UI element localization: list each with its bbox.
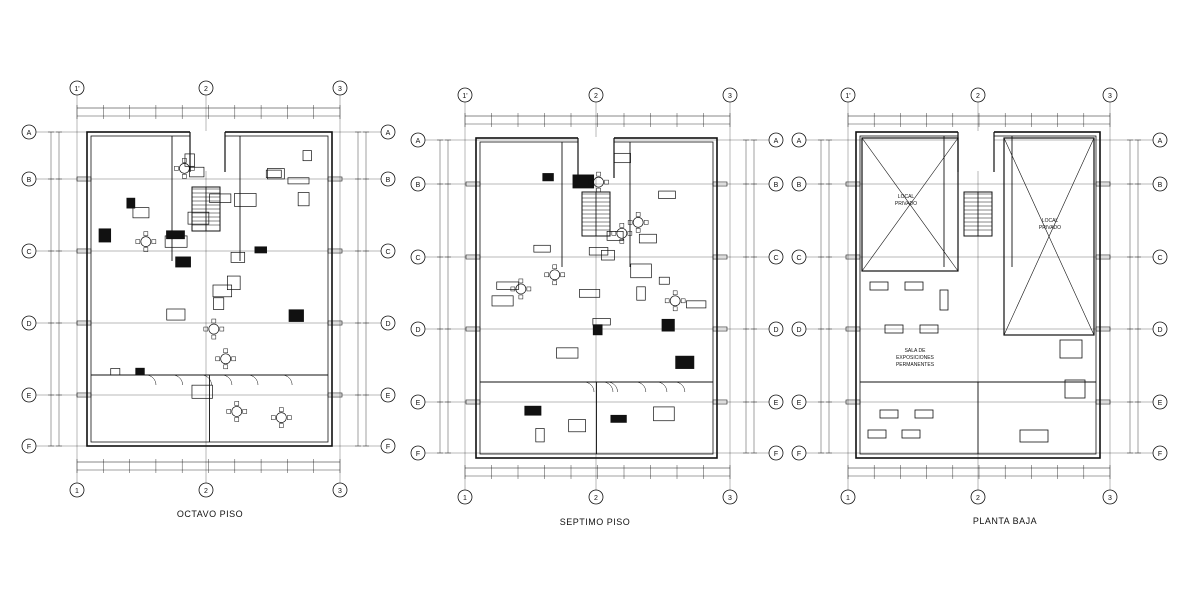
grid-row-label: F xyxy=(774,451,778,458)
grid-column-label: 3 xyxy=(728,93,732,100)
grid-row-label: F xyxy=(797,451,801,458)
grid-row-label: A xyxy=(1158,138,1163,145)
grid-column-label: 1 xyxy=(75,488,79,495)
room-label: PRIVADO xyxy=(1039,225,1061,231)
grid-column-label: 1' xyxy=(462,93,467,100)
room-label: SALA DE xyxy=(905,348,927,354)
grid-row-label: F xyxy=(1158,451,1162,458)
grid-column-label: 1 xyxy=(846,495,850,502)
grid-column-label: 3 xyxy=(338,488,342,495)
plan-title-planta-baja: PLANTA BAJA xyxy=(972,516,1038,526)
grid-row-label: D xyxy=(415,327,420,334)
grid-row-label: E xyxy=(774,400,779,407)
grid-row-label: E xyxy=(416,400,421,407)
grid-row-label: D xyxy=(26,321,31,328)
grid-row-label: F xyxy=(27,444,31,451)
grid-column-label: 1 xyxy=(463,495,467,502)
room-label: EXPOSICIONES xyxy=(896,355,934,361)
grid-row-label: D xyxy=(1157,327,1162,334)
grid-column-label: 1' xyxy=(74,86,79,93)
grid-row-label: A xyxy=(797,138,802,145)
grid-row-label: B xyxy=(386,177,391,184)
grid-column-label: 3 xyxy=(1108,93,1112,100)
grid-column-label: 2 xyxy=(976,495,980,502)
room-label: LOCAL xyxy=(1042,218,1059,224)
grid-row-label: A xyxy=(386,130,391,137)
plan-title-octavo-piso: OCTAVO PISO xyxy=(176,509,244,519)
room-label: PRIVADO xyxy=(895,201,917,207)
grid-row-label: A xyxy=(27,130,32,137)
plan-title-septimo-piso: SEPTIMO PISO xyxy=(559,517,631,527)
grid-column-label: 1' xyxy=(845,93,850,100)
grid-column-label: 3 xyxy=(338,86,342,93)
grid-column-label: 3 xyxy=(1108,495,1112,502)
grid-row-label: B xyxy=(27,177,32,184)
grid-row-label: B xyxy=(774,182,779,189)
grid-row-label: C xyxy=(796,255,801,262)
grid-column-label: 2 xyxy=(976,93,980,100)
grid-row-label: C xyxy=(385,249,390,256)
room-label: LOCAL xyxy=(898,194,915,200)
grid-row-label: C xyxy=(773,255,778,262)
grid-row-label: D xyxy=(773,327,778,334)
grid-row-label: E xyxy=(797,400,802,407)
grid-row-label: F xyxy=(416,451,420,458)
grid-column-label: 2 xyxy=(204,488,208,495)
grid-column-label: 2 xyxy=(204,86,208,93)
grid-column-label: 3 xyxy=(728,495,732,502)
grid-column-label: 2 xyxy=(594,93,598,100)
grid-row-label: B xyxy=(416,182,421,189)
grid-row-label: B xyxy=(797,182,802,189)
grid-row-label: A xyxy=(416,138,421,145)
grid-row-label: E xyxy=(27,393,32,400)
grid-column-label: 2 xyxy=(594,495,598,502)
grid-row-label: F xyxy=(386,444,390,451)
room-label: PERMANENTES xyxy=(896,362,935,368)
grid-row-label: A xyxy=(774,138,779,145)
grid-row-label: E xyxy=(1158,400,1163,407)
grid-row-label: D xyxy=(796,327,801,334)
grid-row-label: C xyxy=(1157,255,1162,262)
grid-row-label: C xyxy=(26,249,31,256)
grid-row-label: B xyxy=(1158,182,1163,189)
grid-row-label: D xyxy=(385,321,390,328)
grid-row-label: E xyxy=(386,393,391,400)
grid-row-label: C xyxy=(415,255,420,262)
